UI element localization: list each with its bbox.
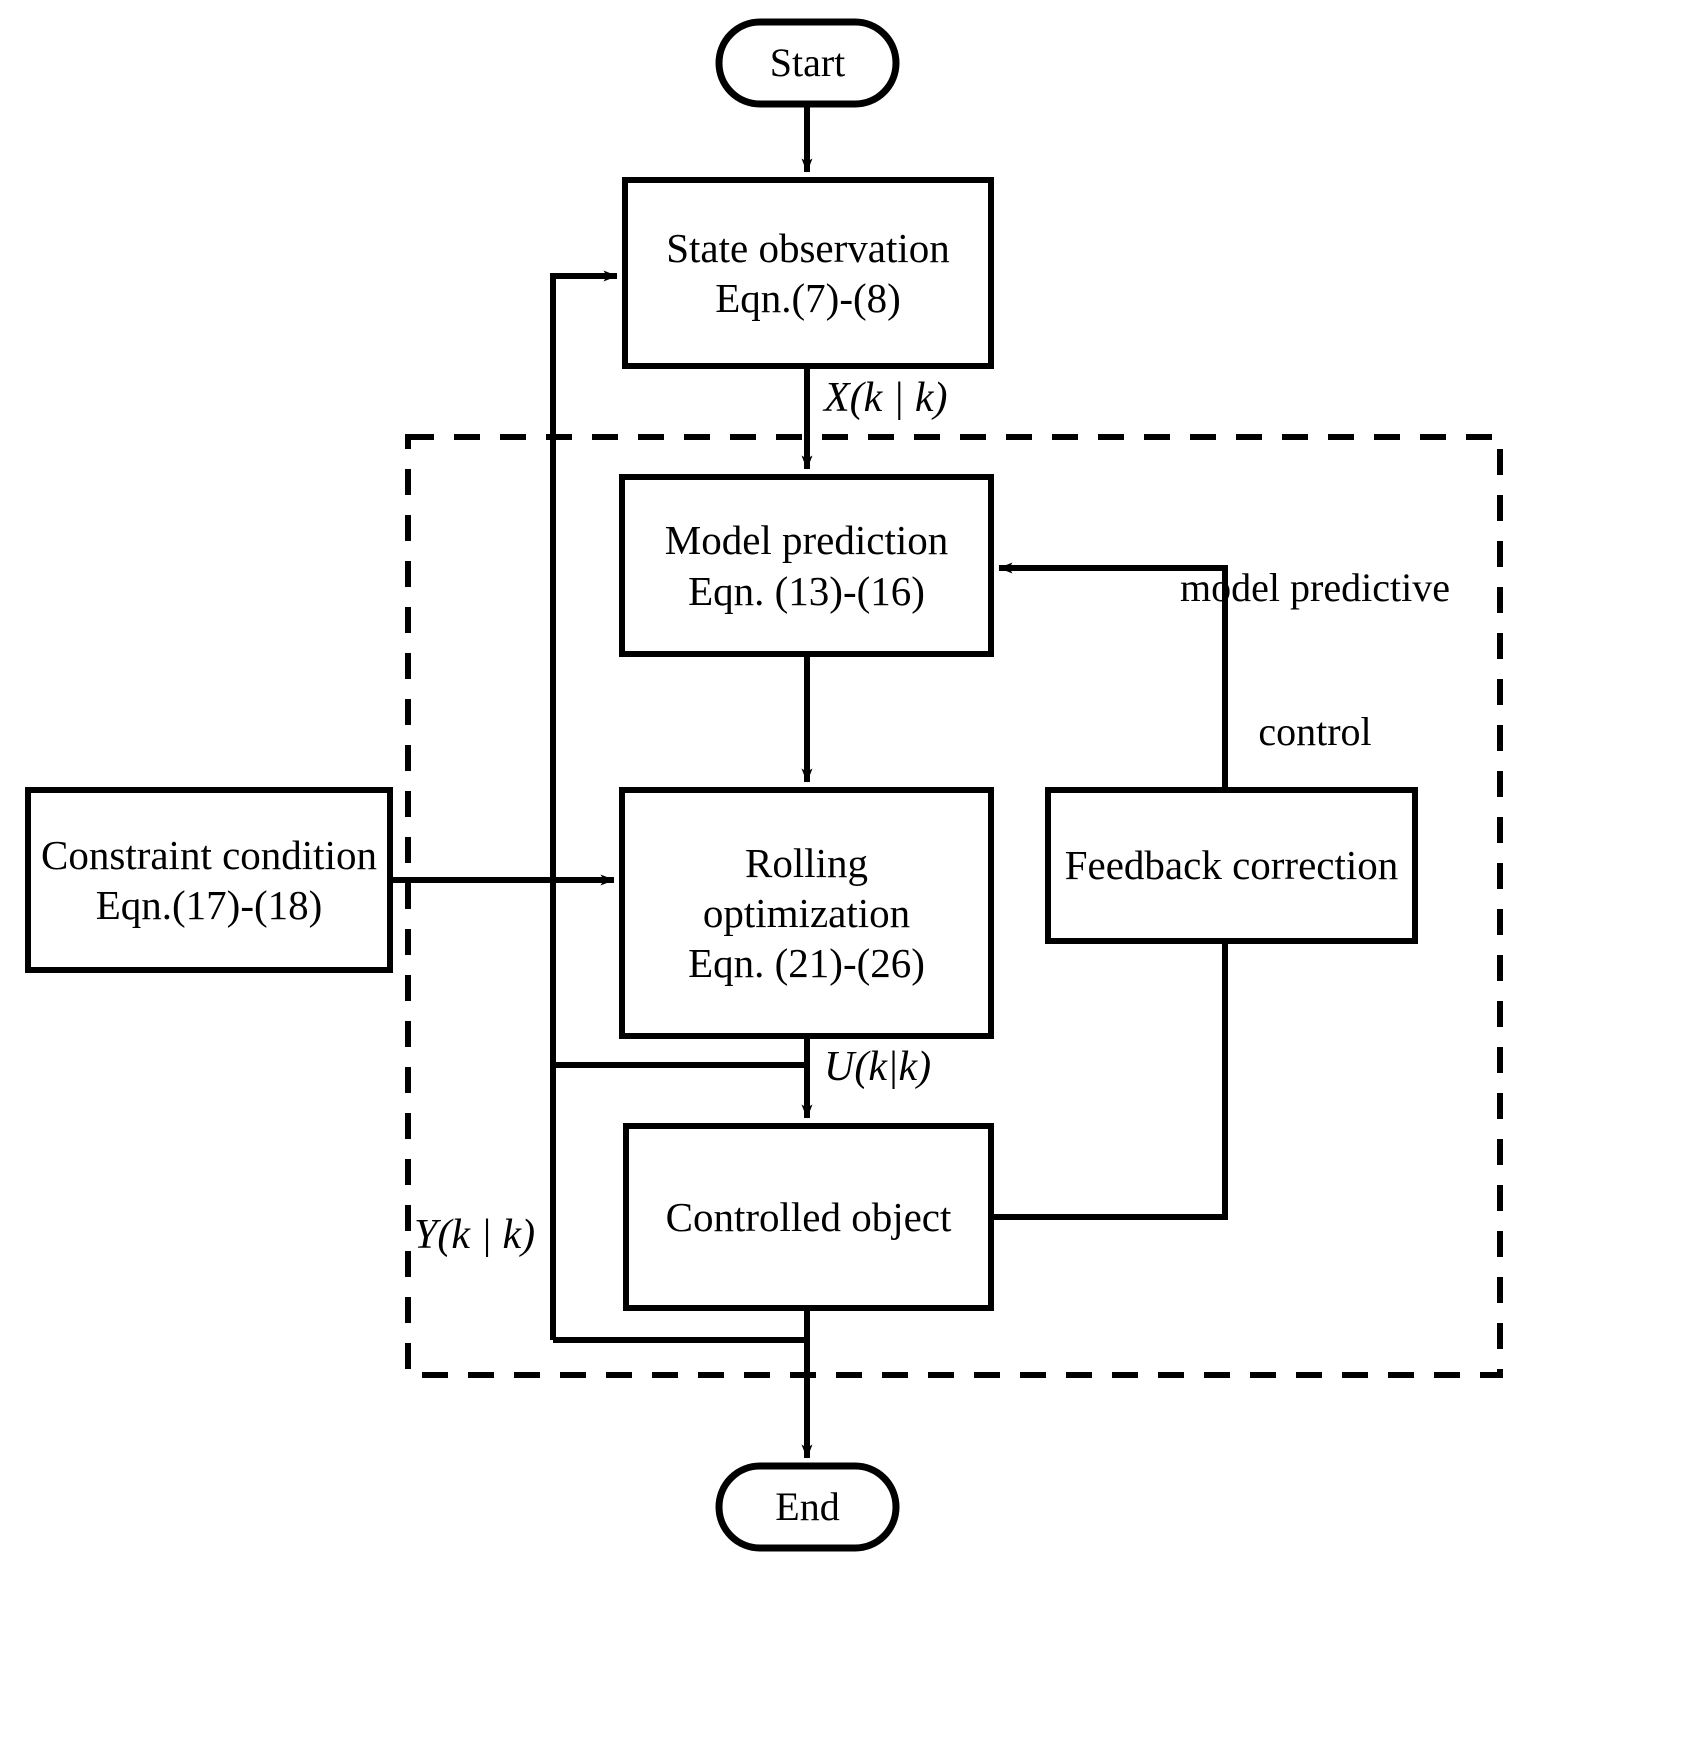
model-prediction-box[interactable] <box>619 474 994 657</box>
edge-feedback-riser-to-state-observation <box>550 270 618 1340</box>
feedback-correction-box[interactable] <box>1045 787 1418 944</box>
edge-label-x-k-k: X(k | k) <box>824 375 948 421</box>
mpc-group-boundary <box>405 434 1503 1378</box>
edge-label-u-k-k: U(k|k) <box>824 1044 932 1090</box>
mpc-group-line2: control <box>1258 709 1372 754</box>
edge-label-y-k-k: Y(k | k) <box>414 1212 536 1258</box>
end-node-shape[interactable] <box>715 1462 900 1552</box>
edge-controlled-object-to-feedback-correction <box>991 941 1228 1220</box>
state-observation-box[interactable] <box>622 177 994 369</box>
edge-feedback-correction-to-model-prediction <box>998 562 1228 790</box>
mpc-group-label: model predictive control <box>1150 468 1480 852</box>
rolling-optimization-box[interactable] <box>619 787 994 1039</box>
controlled-object-box[interactable] <box>623 1123 994 1311</box>
mpc-group-line1: model predictive <box>1180 565 1450 610</box>
start-node-shape[interactable] <box>715 18 900 108</box>
constraint-condition-box[interactable] <box>25 787 393 973</box>
